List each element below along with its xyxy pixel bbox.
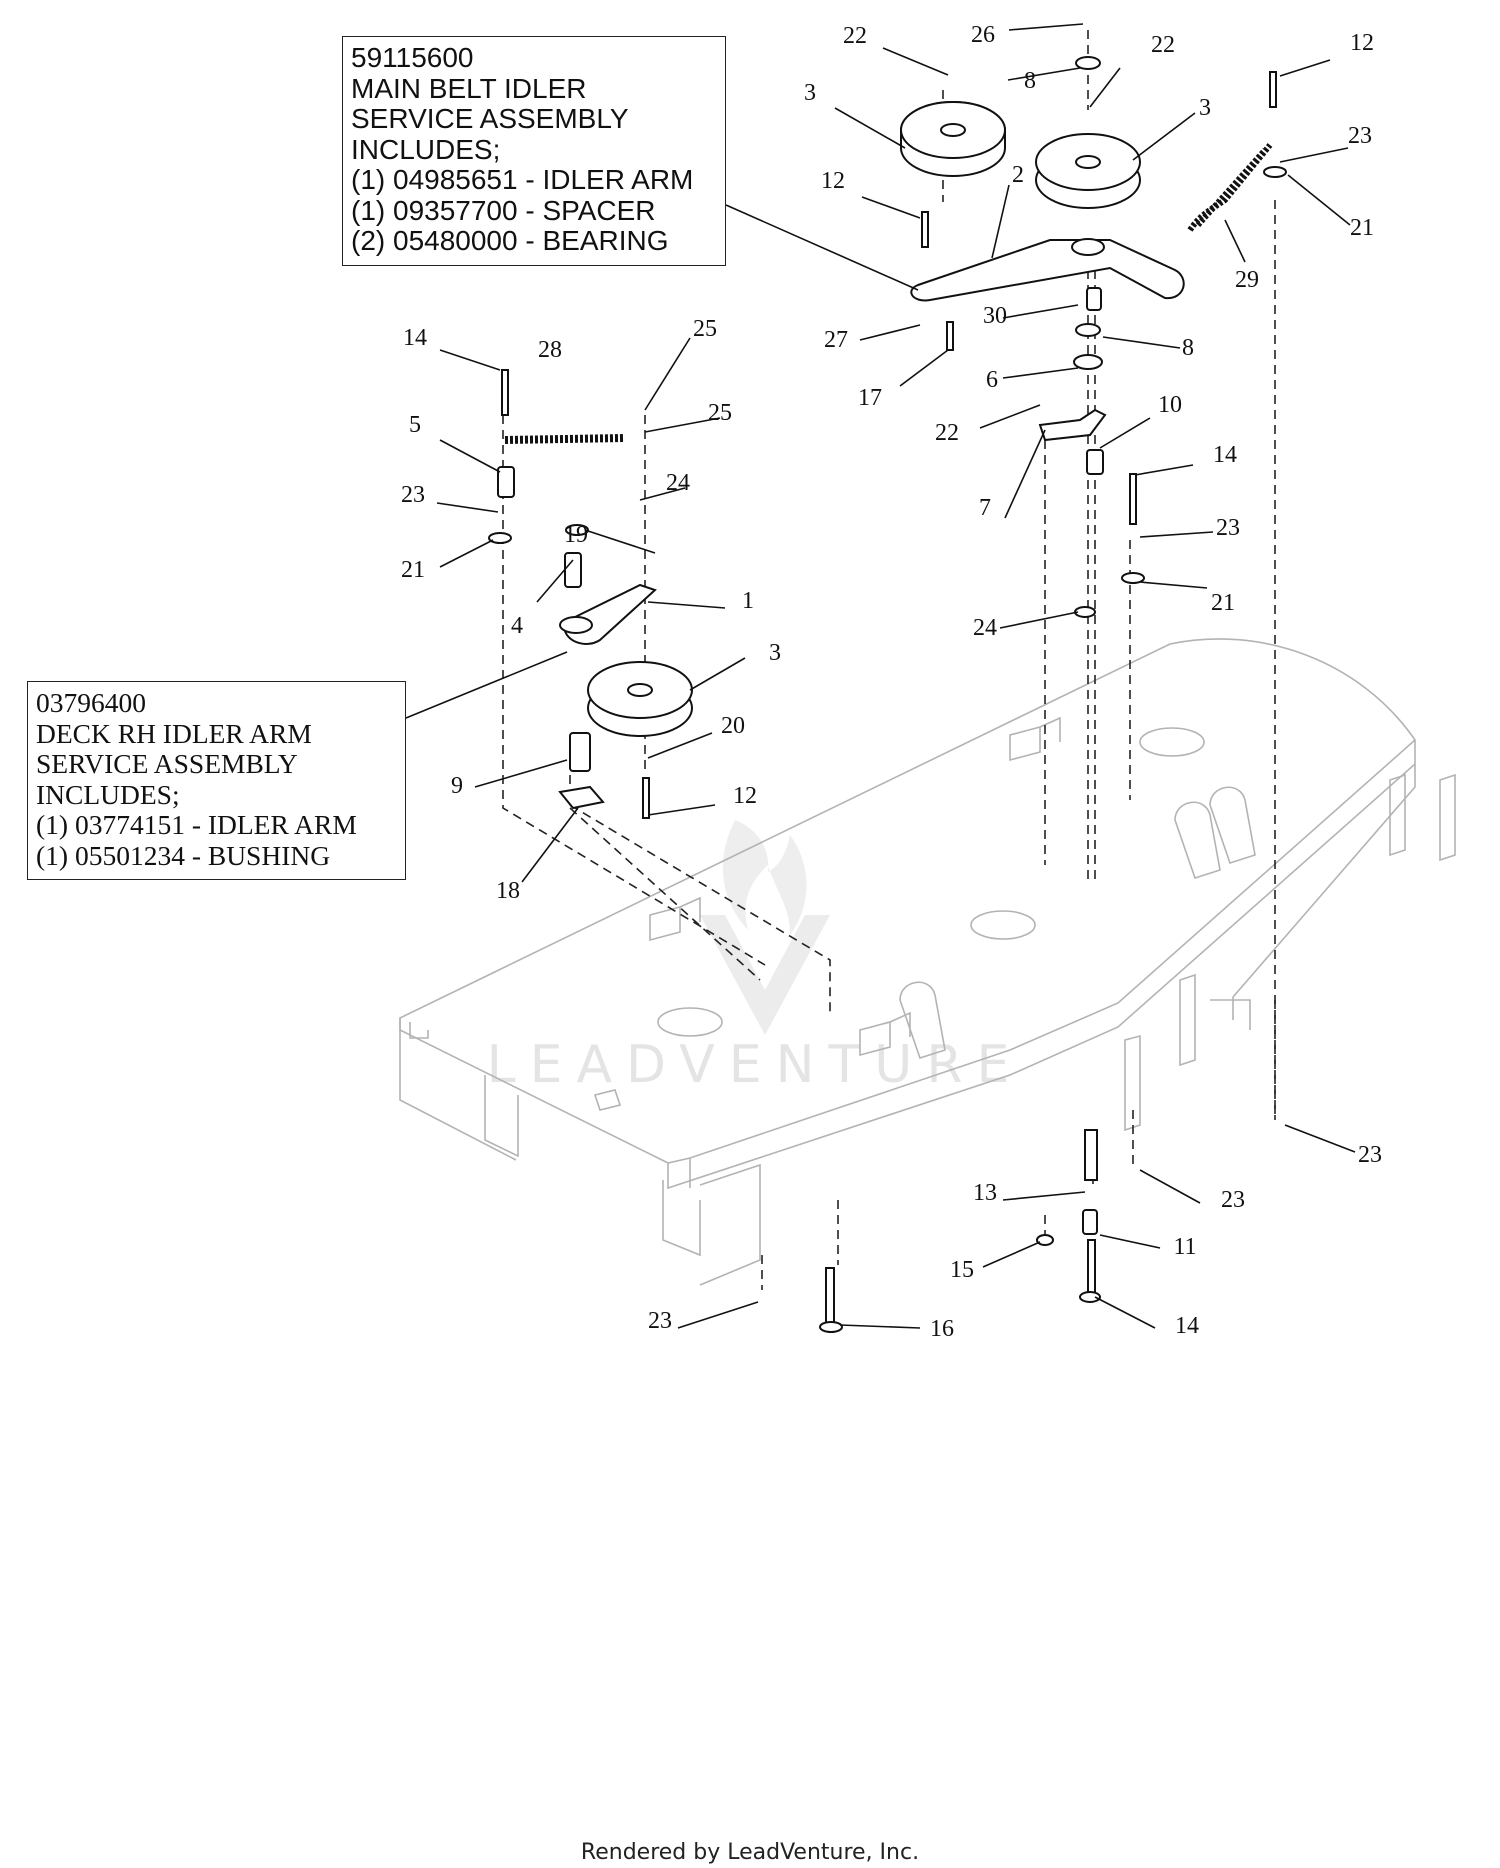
parts — [488, 56, 1287, 1333]
part-number-label: 14 — [403, 325, 427, 351]
part-number-label: 16 — [930, 1316, 954, 1342]
watermark-text: LEADVENTURE — [487, 1035, 1024, 1095]
part-number-label: 9 — [451, 773, 463, 799]
leader-lines — [405, 23, 1356, 1329]
part-number-label: 26 — [971, 22, 995, 48]
callout-line: SERVICE ASSEMBLY — [351, 103, 629, 134]
spring-rh — [504, 434, 626, 444]
callout-line: 03796400 — [36, 687, 146, 718]
part-number-label: 25 — [708, 400, 732, 426]
part-number-label: 23 — [648, 1308, 672, 1334]
part-number-label: 11 — [1173, 1234, 1196, 1260]
part-number-label: 23 — [1216, 515, 1240, 541]
part-number-label: 3 — [1199, 95, 1211, 121]
mower-deck — [399, 638, 1456, 1286]
part-number-label: 20 — [721, 713, 745, 739]
part-number-label: 23 — [1221, 1187, 1245, 1213]
part-number-label: 13 — [973, 1180, 997, 1206]
part-number-label: 14 — [1175, 1313, 1199, 1339]
part-number-label: 8 — [1182, 335, 1194, 361]
pulley-upper-right — [1035, 133, 1141, 209]
part-number-label: 8 — [1024, 68, 1036, 94]
part-number-label: 3 — [769, 640, 781, 666]
part-number-label: 23 — [1348, 123, 1372, 149]
part-number-label: 24 — [973, 615, 997, 641]
callout-line: (1) 03774151 - IDLER ARM — [36, 809, 357, 840]
callout-line: MAIN BELT IDLER — [351, 72, 587, 104]
callout-line: INCLUDES; — [36, 778, 180, 810]
rh-idler-arm — [563, 583, 657, 645]
part-number-label: 2 — [1012, 162, 1024, 188]
part-number-label: 10 — [1158, 392, 1182, 418]
part-number-label: 21 — [1211, 590, 1235, 616]
watermark-flame-icon — [722, 820, 807, 935]
part-number-label: 27 — [824, 327, 848, 353]
part-number-label: 1 — [742, 588, 754, 614]
part-number-label: 14 — [1213, 442, 1237, 468]
part-number-label: 28 — [538, 337, 562, 363]
callout-deck-rh-idler-arm: 03796400 DECK RH IDLER ARM SERVICE ASSEM… — [27, 681, 406, 880]
part-number-label: 6 — [986, 367, 998, 393]
pulley-upper-left — [900, 101, 1006, 177]
callout-line: (2) 05480000 - BEARING — [351, 225, 669, 256]
part-number-label: 22 — [935, 420, 959, 446]
pulley-middle — [587, 661, 693, 737]
callout-line: 59115600 — [351, 42, 474, 73]
watermark: LEADVENTURE — [487, 820, 1024, 1095]
spring-main — [1187, 143, 1273, 232]
callout-line: SERVICE ASSEMBLY — [36, 748, 298, 779]
part-number-label: 23 — [1358, 1142, 1382, 1168]
bushing-plate — [558, 785, 605, 810]
part-number-label: 17 — [858, 385, 882, 411]
part-number-label: 7 — [979, 495, 991, 521]
part-number-label: 23 — [401, 482, 425, 508]
part-number-label: 4 — [511, 613, 523, 639]
callout-line: INCLUDES; — [351, 133, 501, 165]
part-number-label: 12 — [1350, 30, 1374, 56]
part-number-label: 30 — [983, 303, 1007, 329]
part-number-label: 15 — [950, 1257, 974, 1283]
callout-line: (1) 04985651 - IDLER ARM — [351, 164, 694, 195]
callout-line: (1) 09357700 - SPACER — [351, 194, 656, 226]
part-number-label: 24 — [666, 470, 690, 496]
callout-main-belt-idler: 59115600 MAIN BELT IDLER SERVICE ASSEMBL… — [342, 36, 726, 266]
part-number-label: 18 — [496, 878, 520, 904]
part-number-label: 22 — [843, 23, 867, 49]
part-number-label: 25 — [693, 316, 717, 342]
bracket — [1038, 408, 1107, 442]
callout-line: DECK RH IDLER ARM — [36, 717, 312, 749]
part-number-label: 5 — [409, 412, 421, 438]
footer-credit: Rendered by LeadVenture, Inc. — [580, 1840, 920, 1865]
part-number-label: 19 — [564, 522, 588, 548]
part-number-label: 12 — [821, 168, 845, 194]
main-idler-arm — [910, 239, 1185, 302]
part-number-label: 29 — [1235, 267, 1259, 293]
part-number-label: 3 — [804, 80, 816, 106]
part-number-label: 22 — [1151, 32, 1175, 58]
part-number-label: 12 — [733, 783, 757, 809]
part-number-label: 21 — [1350, 215, 1374, 241]
part-number-label: 21 — [401, 557, 425, 583]
callout-line: (1) 05501234 - BUSHING — [36, 839, 331, 871]
